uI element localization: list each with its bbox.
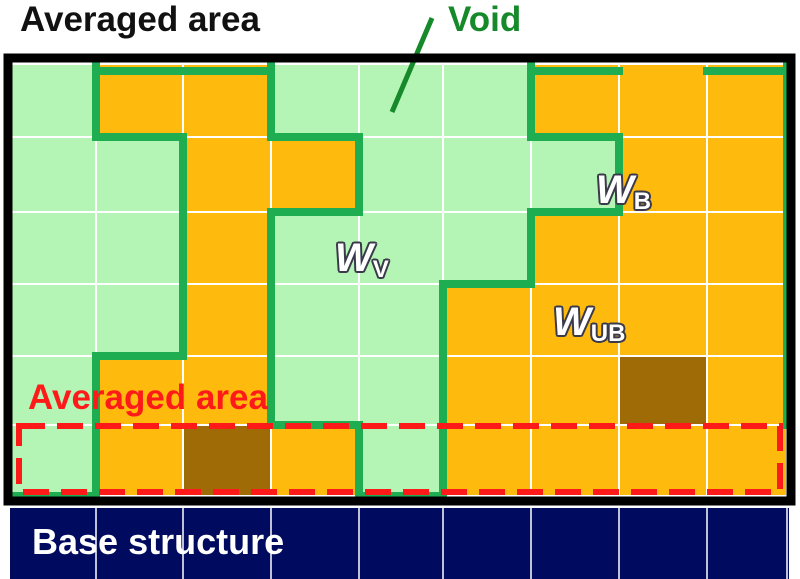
bulk-cell: [183, 137, 271, 212]
symbol-w-v: WV: [335, 236, 389, 283]
void-cell: [12, 65, 96, 137]
bulk-cell: [619, 212, 707, 284]
bulk-cell: [96, 65, 183, 137]
bulk-cell: [183, 212, 271, 284]
void-cell: [271, 212, 359, 284]
void-cell: [12, 212, 96, 284]
bulk-cell: [619, 65, 707, 137]
void-cell: [443, 65, 531, 137]
bulk-cell: [531, 356, 619, 425]
bulk-cell: [707, 356, 787, 425]
void-cell: [96, 212, 183, 284]
averaged-area-frame: [3, 53, 796, 506]
symbol-w-v-main: W: [335, 236, 373, 280]
bulk-cell: [707, 425, 787, 496]
bulk-cell: [271, 137, 359, 212]
void-cell: [12, 425, 96, 496]
symbol-w-b-sub: B: [633, 188, 652, 215]
void-cell: [96, 137, 183, 212]
bulk-cell: [443, 425, 531, 496]
bulk-cell: [619, 425, 707, 496]
void-cell: [359, 137, 443, 212]
bulk-cell: [183, 356, 271, 425]
bulk-cell: [183, 284, 271, 356]
grid-cells: [12, 65, 787, 496]
base-structure-label: Base structure: [32, 521, 285, 562]
void-label: Void: [448, 0, 522, 39]
void-cell: [359, 356, 443, 425]
bulk-cell: [271, 425, 359, 496]
bulk-cell: [707, 65, 787, 137]
void-cell: [12, 284, 96, 356]
symbol-w-ub-sub: UB: [590, 320, 626, 347]
void-cell: [12, 137, 96, 212]
symbol-w-ub: WUB: [553, 300, 626, 347]
void-cell: [443, 212, 531, 284]
base-structure-row: [10, 508, 789, 579]
title-averaged-area: Averaged area: [20, 0, 260, 39]
base-structure-fill: [10, 508, 789, 579]
bulk-cell: [443, 356, 531, 425]
unbonded-cell: [619, 356, 707, 425]
void-cell: [271, 284, 359, 356]
bulk-cell: [707, 284, 787, 356]
symbol-w-ub-main: W: [553, 300, 591, 344]
void-cell: [531, 137, 619, 212]
void-cell: [359, 65, 443, 137]
bulk-cell: [619, 284, 707, 356]
void-cell: [359, 212, 443, 284]
void-cell: [359, 425, 443, 496]
void-cell: [443, 137, 531, 212]
inner-averaged-area-label: Averaged area: [28, 378, 268, 417]
bulk-cell: [531, 425, 619, 496]
void-pointer-line: [389, 17, 435, 113]
bulk-cell: [96, 356, 183, 425]
inner-averaged-area-outline: [16, 423, 783, 495]
symbol-w-v-sub: V: [372, 256, 389, 283]
unbonded-cell: [183, 425, 271, 496]
void-cell: [271, 356, 359, 425]
bulk-cell: [531, 65, 619, 137]
bulk-cell: [96, 425, 183, 496]
void-cell: [12, 356, 96, 425]
symbol-w-b: WB: [596, 168, 652, 215]
bulk-cell: [531, 212, 619, 284]
void-cell: [271, 65, 359, 137]
void-cell: [96, 284, 183, 356]
void-cell: [359, 284, 443, 356]
bulk-cell: [707, 212, 787, 284]
bulk-cell: [531, 284, 619, 356]
bulk-cell: [443, 284, 531, 356]
bulk-cell: [707, 137, 787, 212]
bulk-cell: [183, 65, 271, 137]
symbol-w-b-main: W: [596, 168, 634, 212]
bulk-cell: [619, 137, 707, 212]
